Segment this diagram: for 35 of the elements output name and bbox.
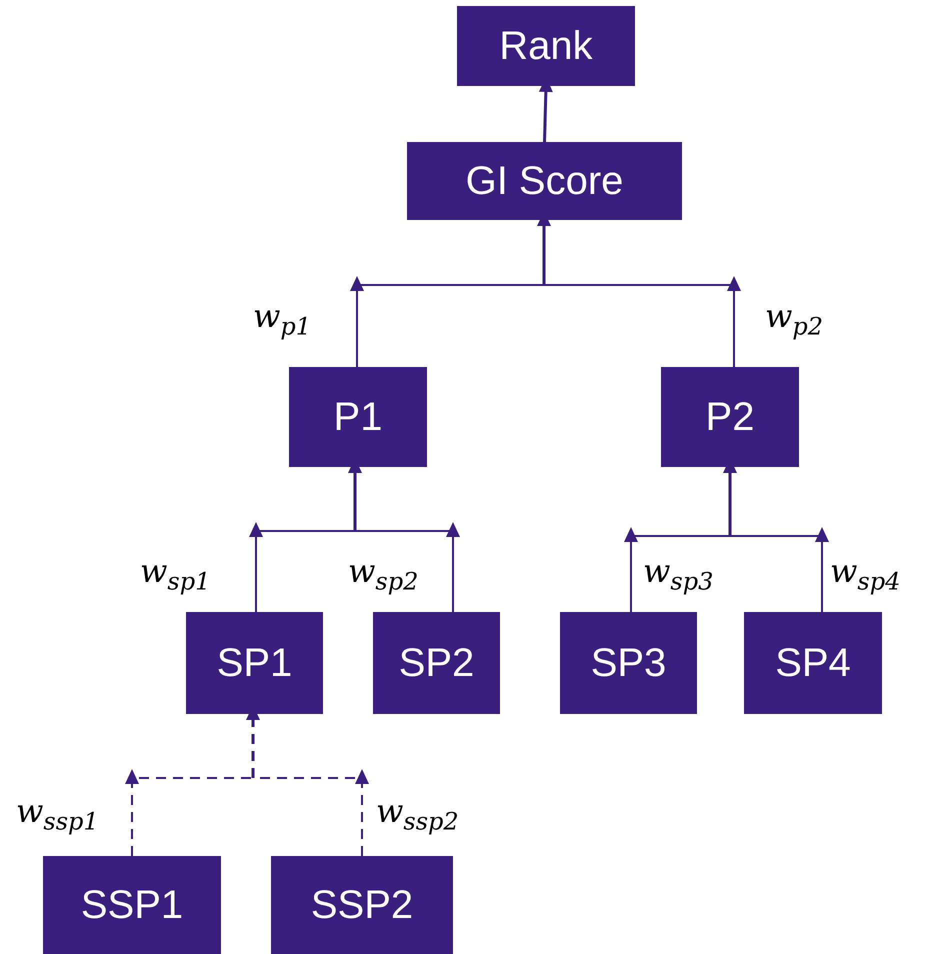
process-box	[407, 142, 682, 220]
process-box	[457, 6, 635, 86]
process-box	[271, 856, 453, 954]
node-label: P2	[706, 397, 754, 437]
node-label: Rank	[499, 26, 593, 66]
edge-label: w$_{ssp1}$	[16, 795, 99, 834]
process-box	[43, 856, 221, 954]
node-label: GI Score	[466, 161, 624, 201]
edge-label: w$_{ssp2}$	[376, 795, 459, 834]
edge-label: w$_{sp2}$	[348, 555, 418, 594]
edge-label: w$_{sp4}$	[830, 555, 900, 594]
connector-line	[249, 522, 355, 612]
process-box	[744, 612, 882, 714]
connector-line	[544, 276, 741, 367]
node-label: SP4	[775, 643, 851, 683]
process-box	[289, 367, 427, 467]
connector-line	[125, 769, 253, 856]
node-label: SSP1	[80, 885, 184, 925]
node-label: SP3	[590, 643, 666, 683]
connector-line	[624, 527, 730, 612]
edge-label: w$_{p2}$	[765, 300, 824, 338]
process-box	[373, 612, 500, 714]
node-label: SSP2	[310, 885, 414, 925]
process-box	[560, 612, 697, 714]
node-label: SP1	[216, 643, 292, 683]
connector-line	[730, 527, 829, 612]
edge-label: w$_{sp1}$	[140, 555, 210, 594]
node-label: P1	[334, 397, 382, 437]
edge-label: w$_{p1}$	[253, 300, 312, 338]
edge-label: w$_{sp3}$	[643, 555, 714, 594]
connector-line	[355, 522, 460, 612]
node-label: SP2	[398, 643, 474, 683]
process-box	[186, 612, 323, 714]
process-box	[661, 367, 799, 467]
connector-line	[350, 276, 544, 367]
